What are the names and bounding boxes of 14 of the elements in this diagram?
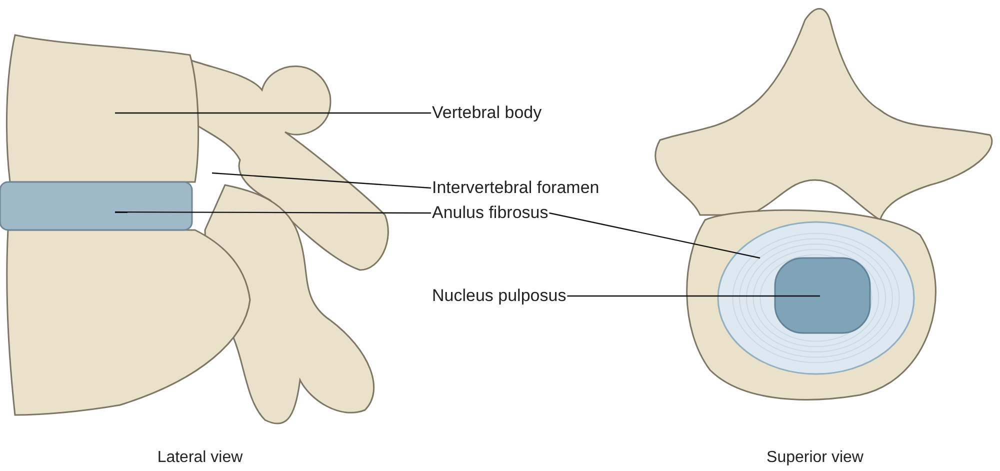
leader-line xyxy=(212,172,432,189)
view-caption: Lateral view xyxy=(157,448,243,468)
vertebral-body xyxy=(6,34,200,183)
leader-line xyxy=(567,295,820,297)
leader-line xyxy=(549,212,760,259)
leader-line xyxy=(115,112,431,114)
anulus-fibrosus-disc xyxy=(717,221,915,375)
nucleus-pulposus-core xyxy=(774,257,871,334)
view-caption: Superior view xyxy=(766,448,864,468)
part-label: Intervertebral foramen xyxy=(432,178,600,198)
part-label: Nucleus pulposus xyxy=(432,286,566,306)
part-label: Vertebral body xyxy=(432,103,542,123)
leader-line xyxy=(115,211,431,214)
part-label: Anulus fibrosus xyxy=(432,203,548,223)
